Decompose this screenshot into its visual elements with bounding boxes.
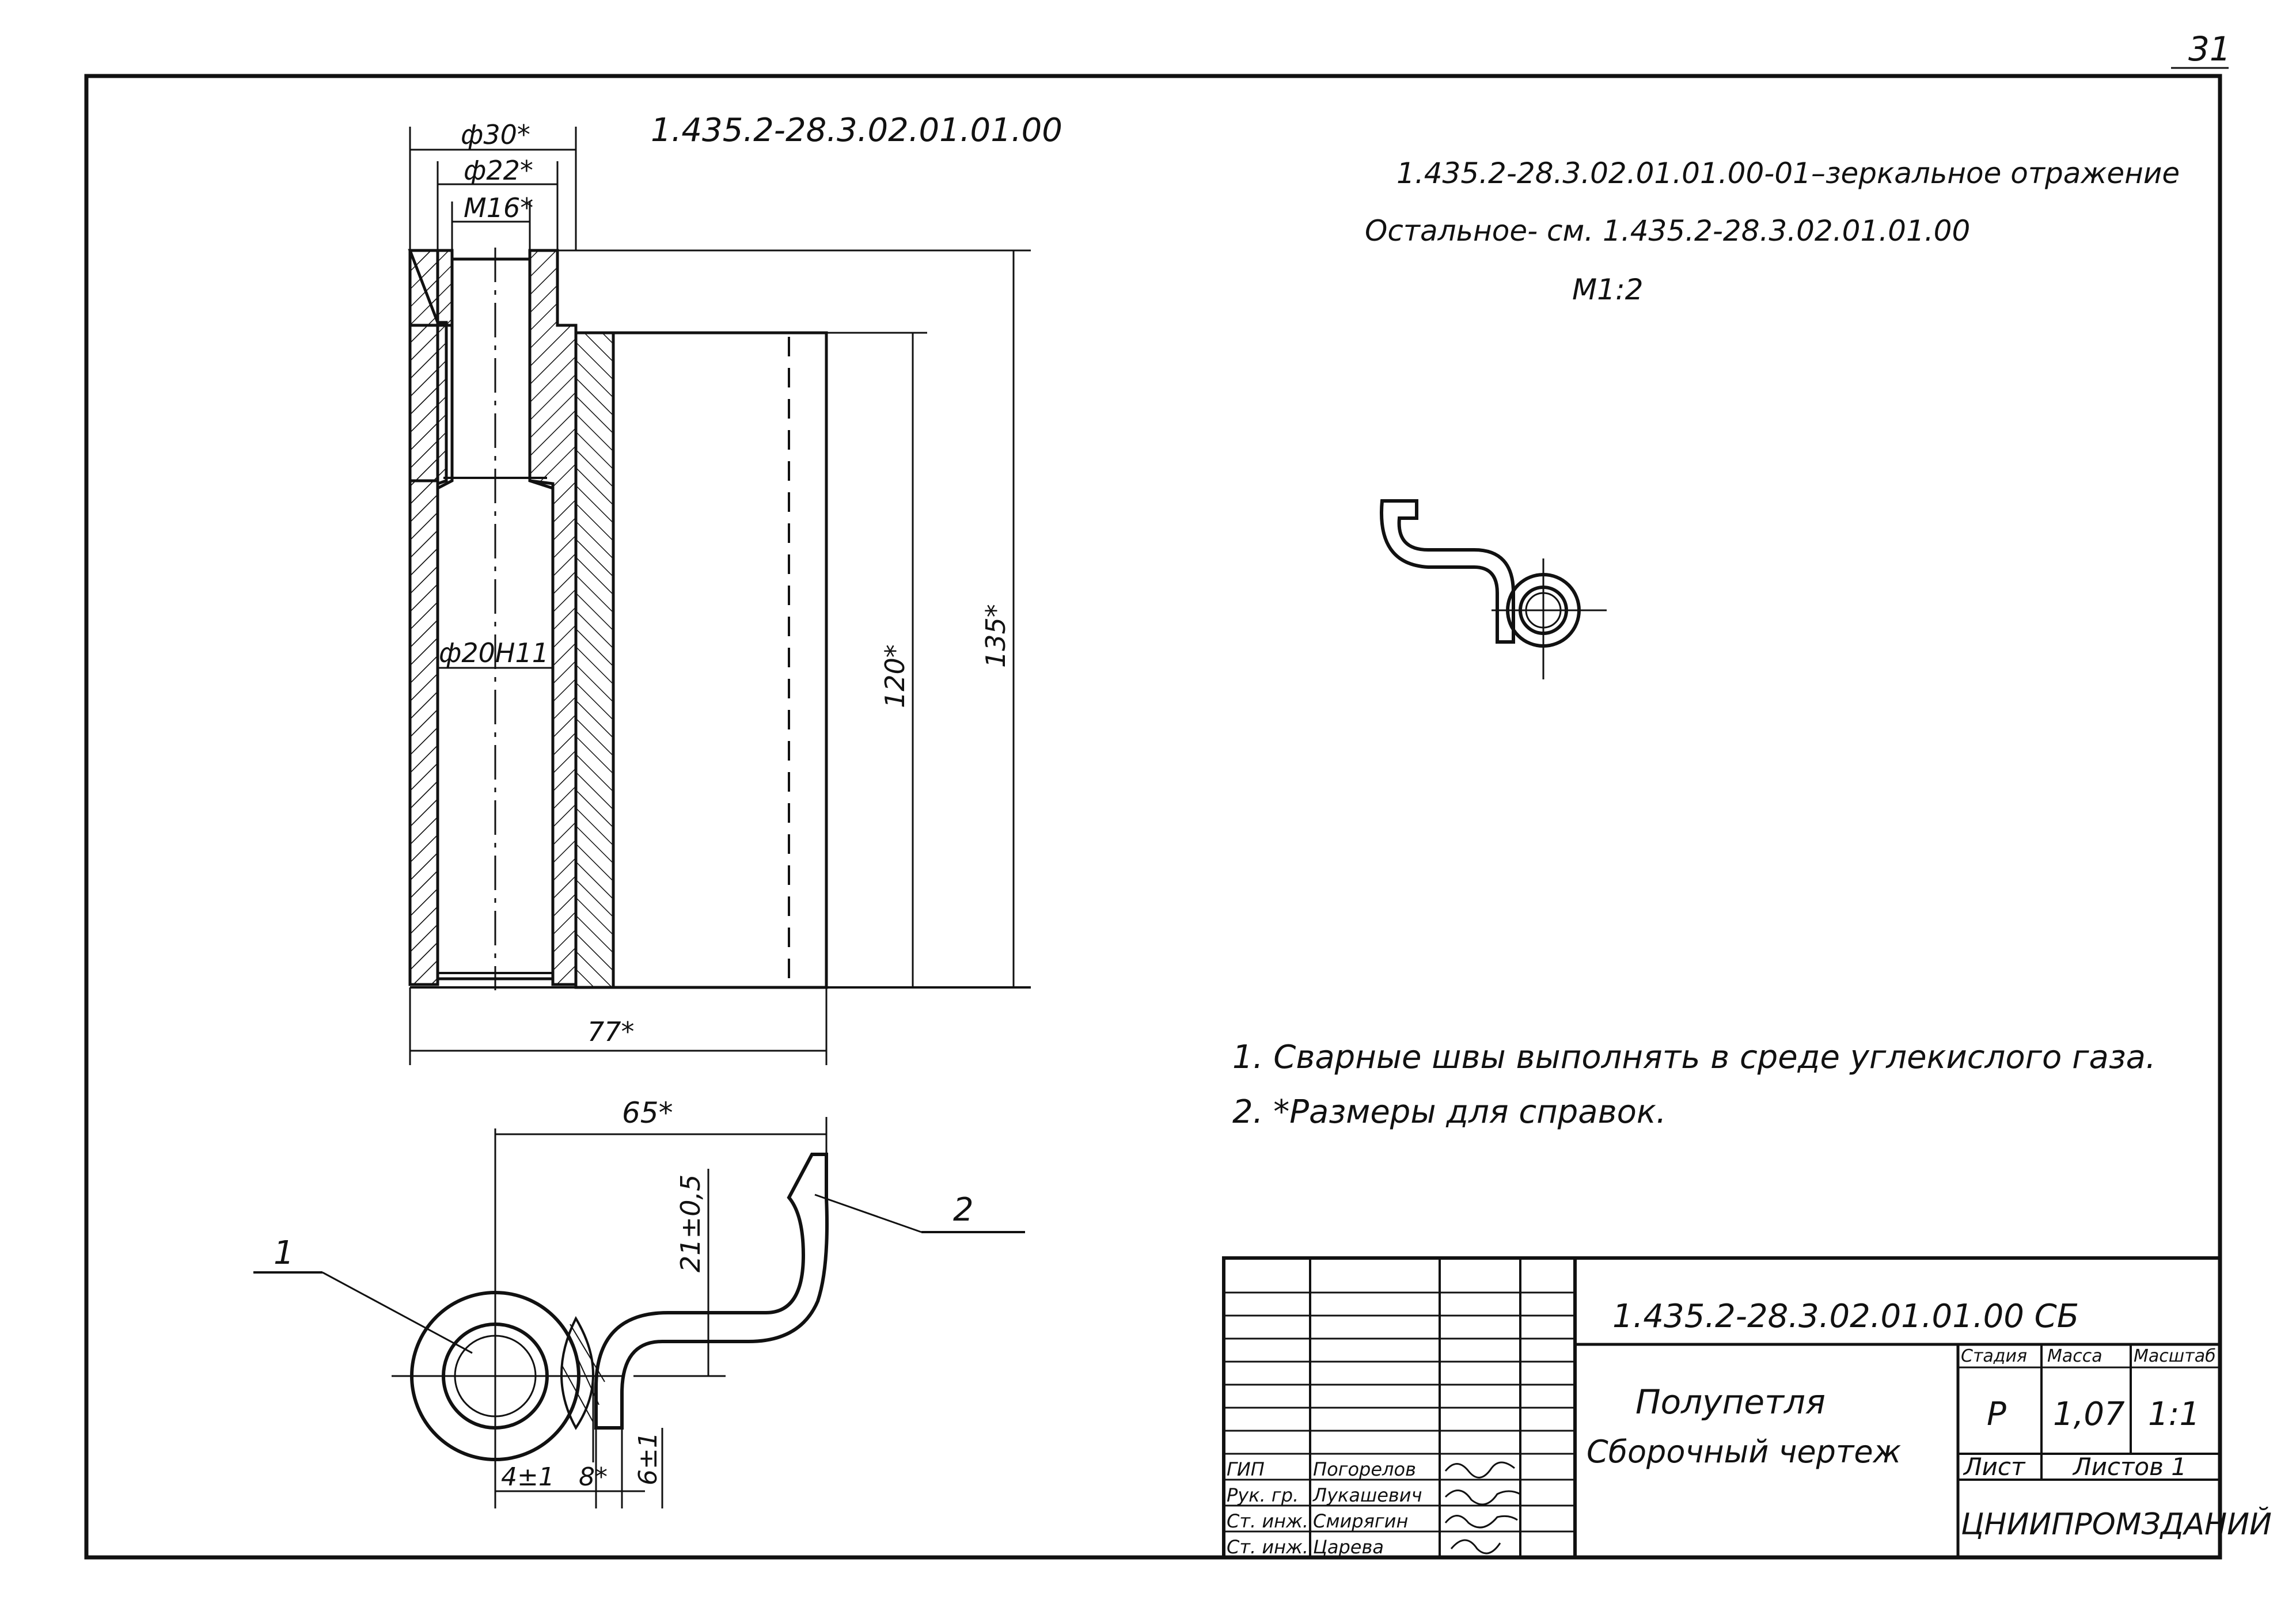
section-view <box>408 248 1031 990</box>
tb-role-1: Рук. гр. <box>1227 1484 1299 1506</box>
dim-d4: 4±1 <box>501 1462 555 1492</box>
dim-d6: 6±1 <box>633 1432 663 1485</box>
dim-d20h11: ф20Н11 <box>439 637 549 668</box>
signature-0 <box>1444 1461 1515 1479</box>
mirror-hook <box>1380 499 1515 644</box>
vertical-dimensions: 120* 135* <box>879 250 1015 987</box>
tb-code: 1.435.2-28.3.02.01.01.00 СБ <box>1612 1298 2079 1335</box>
dim-m16: М16* <box>464 192 533 223</box>
page-number: 31 <box>2188 29 2231 69</box>
tb-name-3: Царева <box>1313 1536 1384 1558</box>
dim-w77: 77* <box>587 1016 635 1047</box>
tb-sheet: Лист <box>1963 1453 2026 1481</box>
scale-note: М1:2 <box>1572 273 1644 306</box>
plan-hook <box>594 1153 829 1430</box>
dim-d21: 21±0,5 <box>675 1175 706 1272</box>
dim-h120: 120* <box>879 644 910 708</box>
tb-name-0: Погорелов <box>1313 1458 1416 1480</box>
signature-3 <box>1450 1539 1501 1555</box>
tb-role-0: ГИП <box>1227 1458 1265 1480</box>
rest-note: Остальное- см. 1.435.2-28.3.02.01.01.00 <box>1365 214 1970 248</box>
mirror-view <box>1380 499 1607 679</box>
tb-org: ЦНИИПРОМЗДАНИЙ <box>1961 1507 2272 1542</box>
mirror-note: 1.435.2-28.3.02.01.01.00-01–зеркальное о… <box>1396 157 2180 190</box>
dim-d8: 8* <box>579 1462 608 1492</box>
tb-name-1: Лукашевич <box>1312 1484 1422 1506</box>
dim-h135: 135* <box>980 604 1011 668</box>
note-line-2: 2. *Размеры для справок. <box>1232 1093 1667 1131</box>
tb-mass: 1,07 <box>2053 1396 2125 1433</box>
tb-stage: Р <box>1987 1396 2006 1433</box>
dim-w65: 65* <box>622 1096 673 1130</box>
tb-role-2: Ст. инж. <box>1227 1510 1308 1532</box>
tb-title1: Полупетля <box>1635 1382 1826 1422</box>
tb-role-3: Ст. инж. <box>1227 1536 1308 1558</box>
title-block: 1.435.2-28.3.02.01.01.00 СБ Полупетля Сб… <box>1222 1256 2272 1559</box>
tb-scale-hdr: Масштаб <box>2134 1346 2216 1366</box>
callout-1: 1 <box>274 1234 294 1272</box>
bore <box>436 257 555 980</box>
plate <box>612 331 828 989</box>
tb-title2: Сборочный чертеж <box>1587 1434 1902 1470</box>
signature-1 <box>1444 1489 1521 1506</box>
hatch-left-lower <box>408 479 439 986</box>
tb-stage-hdr: Стадия <box>1961 1346 2027 1366</box>
tb-name-2: Смирягин <box>1313 1510 1408 1532</box>
tb-sheets: Листов 1 <box>2072 1453 2187 1481</box>
hatch-plate <box>574 331 615 989</box>
drawing-code-top: 1.435.2-28.3.02.01.01.00 <box>651 112 1062 149</box>
width-dimension: 77* <box>409 987 828 1065</box>
plan-view: 65* 21±0,5 4±1 8* 6±1 1 2 <box>253 1096 1025 1508</box>
drawing-frame <box>84 74 2222 1560</box>
top-dimensions: ф30* ф22* М16* ф20Н11 <box>409 119 577 669</box>
dim-d22: ф22* <box>464 155 533 186</box>
signature-2 <box>1444 1515 1518 1529</box>
note-line-1: 1. Сварные швы выполнять в среде углекис… <box>1232 1039 2156 1076</box>
callout-2: 2 <box>953 1191 974 1229</box>
tb-scale: 1:1 <box>2148 1396 2200 1433</box>
tb-mass-hdr: Масса <box>2047 1346 2103 1366</box>
weld-seam <box>560 1316 594 1430</box>
dim-d30: ф30* <box>461 119 530 150</box>
